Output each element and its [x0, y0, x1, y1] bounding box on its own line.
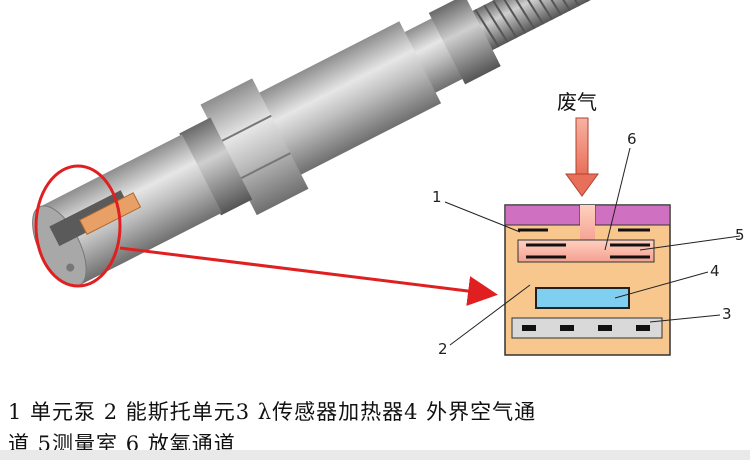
bottom-strip — [0, 450, 750, 460]
air-channel — [535, 287, 630, 309]
caption-line-1: 1 单元泵 2 能斯托单元3 λ传感器加热器4 外界空气通 — [8, 400, 537, 424]
exhaust-arrow — [565, 173, 599, 197]
exhaust-label: 废气 — [557, 90, 597, 114]
sensor-shank — [252, 21, 442, 179]
callout-1: 1 — [432, 188, 442, 206]
pointer-arrow — [119, 246, 498, 306]
callout-6: 6 — [627, 130, 637, 148]
callout-5: 5 — [735, 226, 745, 244]
heater — [511, 317, 663, 339]
callout-4: 4 — [710, 262, 720, 280]
lambda-sensor-illustration — [32, 0, 596, 306]
cross-section — [444, 117, 741, 356]
highlight-circle — [34, 164, 122, 288]
callout-2: 2 — [438, 340, 448, 358]
callout-3: 3 — [722, 305, 732, 323]
hex-nut — [200, 78, 309, 216]
threaded-terminal — [468, 0, 596, 53]
